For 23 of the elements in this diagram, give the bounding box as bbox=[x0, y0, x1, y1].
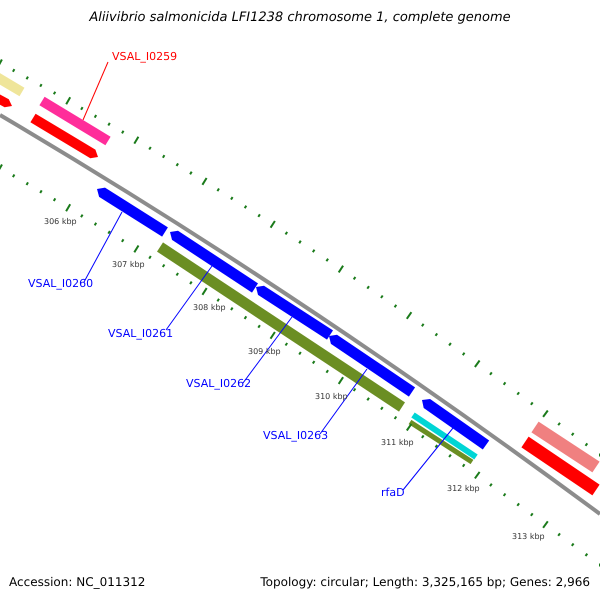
gene-label: rfaD bbox=[381, 487, 405, 498]
scale-label: 313 kbp bbox=[512, 533, 545, 541]
summary-text: Topology: circular; Length: 3,325,165 bp; Genes: 2,966 bbox=[260, 576, 590, 588]
gene-label: VSAL_I0259 bbox=[112, 51, 178, 62]
leader-line bbox=[84, 212, 122, 282]
gene-feature bbox=[256, 286, 333, 340]
gene-label: VSAL_I0263 bbox=[263, 430, 328, 441]
gene-label: VSAL_I0261 bbox=[108, 328, 174, 339]
scale-label: 310 kbp bbox=[315, 393, 348, 401]
gene-feature bbox=[97, 188, 168, 237]
title: Aliivibrio salmonicida LFI1238 chromosome 1, complete genome bbox=[88, 11, 512, 24]
leader-line bbox=[242, 316, 292, 384]
gene-label: VSAL_I0260 bbox=[28, 278, 94, 289]
gene-label: VSAL_I0262 bbox=[186, 378, 252, 389]
leader-line bbox=[320, 368, 368, 434]
scale-label: 307 kbp bbox=[112, 261, 145, 269]
accession-text: Accession: NC_011312 bbox=[9, 576, 146, 588]
leader-line bbox=[402, 428, 454, 490]
gene-feature bbox=[39, 96, 111, 146]
scale-label: 312 kbp bbox=[447, 485, 480, 493]
gene-feature bbox=[170, 230, 258, 293]
leader-line bbox=[166, 266, 212, 330]
gene-feature bbox=[422, 399, 490, 450]
